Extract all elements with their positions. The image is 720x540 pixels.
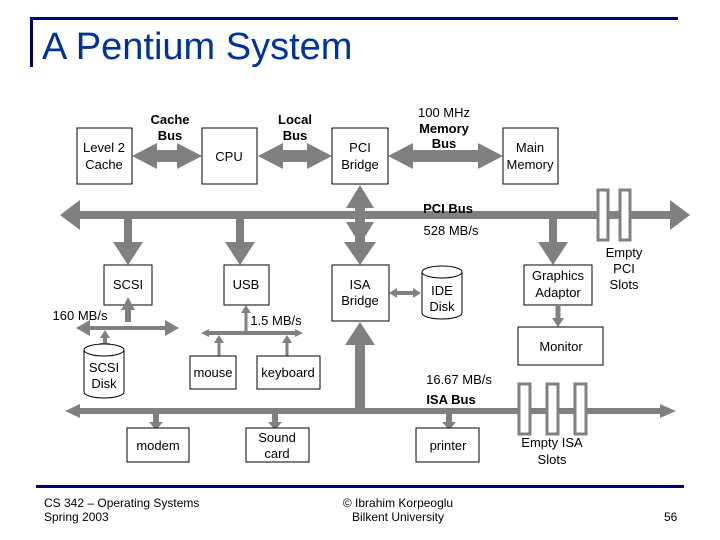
pci-bus-label: PCI Bus [423,201,473,216]
level-2-cache-box [76,127,133,185]
isa-bridge-to-isa-bus-arrow [345,322,375,412]
cache-bus-label-1: Cache [150,112,189,127]
graphics-adaptor-label-1: Graphics [532,268,585,283]
usb-speed-label: 1.5 MB/s [250,313,302,328]
usb-up-arrowhead [241,305,251,313]
isa-to-printer-arrow [442,414,456,430]
graphics-monitor-arrowhead [552,318,564,327]
text-labels: Level 2 Cache CPU PCI Bridge Main Memory… [53,105,643,467]
isa-bus-arrow [65,404,676,418]
footer-course-info: CS 342 – Operating Systems Spring 2003 [44,496,199,524]
footer-institution: Bilkent University [351,510,445,524]
empty-isa-slot [517,382,532,436]
empty-pci-slots [596,188,632,242]
pci-to-graphics-arrow [538,219,568,265]
footer-term: Spring 2003 [44,510,109,524]
printer-label: printer [430,438,468,453]
usb-label: USB [233,277,260,292]
empty-pci-slots-label-3: Slots [610,277,639,292]
empty-pci-slots-label-2: PCI [613,261,635,276]
ide-disk-cylinder [421,265,463,320]
scsi-bus-arrow [76,320,179,336]
mouse-box [189,355,237,390]
cpu-label: CPU [215,149,242,164]
pci-to-usb-arrow [225,219,255,265]
pci-bridge-label-1: PCI [349,140,371,155]
keyboard-box [256,355,321,390]
memory-bus-label-2: Bus [432,136,457,151]
slide-title: A Pentium System [42,26,353,68]
scsi-disk-cylinder [83,343,125,399]
scsi-disk-label-1: SCSI [89,360,119,375]
level-2-cache-label-1: Level 2 [83,140,125,155]
empty-isa-slot [573,382,588,436]
empty-isa-slots-label-2: Slots [538,452,567,467]
main-memory-box [502,127,559,185]
page-number: 56 [664,510,678,524]
mouse-up-arrowhead [214,335,224,343]
isa-bridge-label-2: Bridge [341,293,379,308]
scsi-to-bus-arrow [121,297,135,322]
pci-bridge-box [331,127,389,185]
empty-isa-slots [517,382,588,436]
monitor-box [517,326,604,366]
pci-bus-speed-label: 528 MB/s [424,223,479,238]
cpu-box [201,127,258,185]
local-bus-arrow [258,143,332,169]
footer-author: © Ibrahim Korpeoglu [342,496,454,510]
title-frame-top [30,17,678,20]
isa-bus-speed-label: 16.67 MB/s [426,372,492,387]
graphics-adaptor-label-2: Adaptor [535,285,581,300]
scsi-label: SCSI [113,277,143,292]
keyboard-label: keyboard [261,365,314,380]
isa-to-modem-arrow [149,414,163,430]
main-memory-label-2: Memory [507,157,554,172]
cache-bus-arrow [132,143,202,169]
sound-card-label-1: Sound [258,430,296,445]
ide-disk-label-2: Disk [429,299,455,314]
empty-pci-slot [596,188,610,242]
empty-pci-slot [618,188,632,242]
memory-bus-label-1: Memory [419,121,470,136]
mouse-label: mouse [193,365,232,380]
isa-bus-label: ISA Bus [426,392,475,407]
isa-to-sound-arrow [268,414,282,430]
keyboard-up-arrowhead [282,335,292,343]
sound-card-label-2: card [264,446,289,461]
level-2-cache-label-2: Cache [85,157,123,172]
modem-label: modem [136,438,179,453]
local-bus-label-1: Local [278,112,312,127]
empty-isa-slot [545,382,560,436]
footer-course: CS 342 – Operating Systems [44,496,200,510]
footer-author-info: © Ibrahim Korpeoglu Bilkent University [333,496,463,524]
memory-bus-speed-label: 100 MHz [418,105,470,120]
printer-box [415,427,480,463]
main-memory-label-1: Main [516,140,544,155]
modem-box [126,427,190,463]
pci-bridge-label-2: Bridge [341,157,379,172]
usb-box [223,264,270,306]
graphics-adaptor-box [523,264,593,306]
title-frame-left [30,17,33,67]
memory-bus-arrow [388,143,503,169]
sound-card-box [245,427,310,463]
cache-bus-label-2: Bus [158,128,183,143]
isa-bridge-label-1: ISA [350,277,371,292]
pci-to-isa-bridge-arrow [344,222,376,265]
scsi-disk-label-2: Disk [91,376,117,391]
pci-to-scsi-arrow [113,219,143,265]
pci-bus-arrow [60,200,690,230]
empty-isa-slots-label-1: Empty ISA [521,435,583,450]
isa-bridge-box [331,264,390,322]
local-bus-label-2: Bus [283,128,308,143]
usb-bus-arrow [201,329,303,337]
isa-bridge-ide-arrow [389,288,421,298]
empty-pci-slots-label-1: Empty [606,245,643,260]
footer-rule [36,485,684,488]
monitor-label: Monitor [539,339,583,354]
ide-disk-label-1: IDE [431,283,453,298]
scsi-speed-label: 160 MB/s [53,308,108,323]
